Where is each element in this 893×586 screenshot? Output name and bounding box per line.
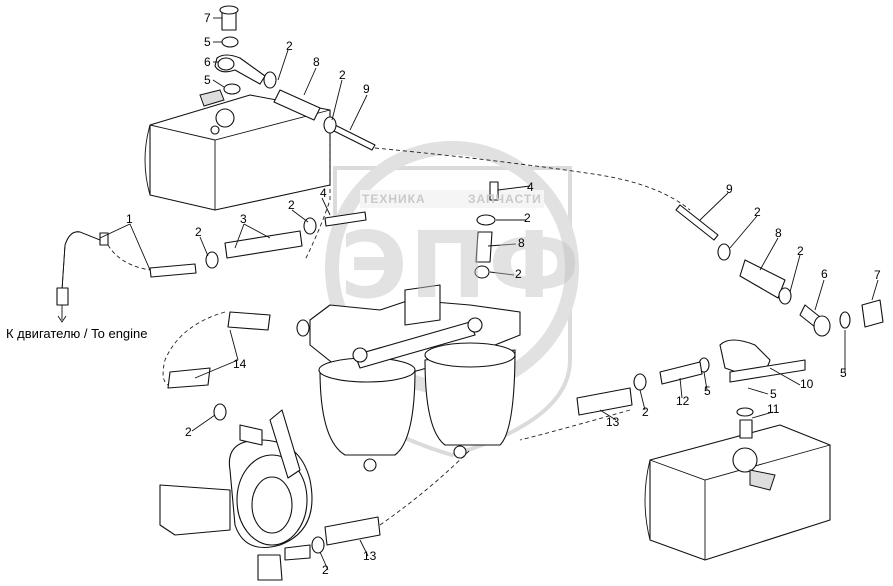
right-fuel-tank (644, 424, 831, 561)
callout-13: 13 (606, 415, 620, 429)
callout-7: 7 (874, 268, 881, 282)
fittings (214, 5, 884, 439)
watermark-left-text: ТЕХНИКА (362, 192, 426, 206)
left-fuel-tank (144, 89, 331, 211)
leader-lines (99, 17, 879, 571)
callout-5: 5 (204, 73, 211, 87)
callout-2: 2 (185, 425, 192, 439)
callout-8: 8 (775, 226, 782, 240)
callout-5: 5 (770, 387, 777, 401)
callout-6: 6 (204, 55, 211, 69)
watermark-big-text: ЭПФ (340, 212, 582, 319)
engine-pipe (56, 231, 151, 323)
callout-2: 2 (195, 225, 202, 239)
callout-2: 2 (754, 205, 761, 219)
callout-5: 5 (704, 384, 711, 398)
callout-14: 14 (233, 357, 247, 371)
callout-1: 1 (126, 212, 133, 226)
callout-8: 8 (518, 236, 525, 250)
dashed-connections (162, 140, 691, 526)
watermark-right-text: ЗАПЧАСТИ (468, 192, 542, 206)
callout-9: 9 (363, 82, 370, 96)
callout-2: 2 (642, 405, 649, 419)
callout-8: 8 (313, 55, 320, 69)
callout-10: 10 (800, 377, 814, 391)
clamps (205, 36, 851, 554)
engine-caption: К двигателю / To engine (6, 326, 148, 341)
fuel-filter-assembly (309, 284, 521, 472)
callout-6: 6 (821, 267, 828, 281)
hand-pump (159, 409, 313, 581)
callout-9: 9 (726, 182, 733, 196)
callout-13: 13 (363, 549, 377, 563)
callout-11: 11 (767, 402, 780, 416)
hoses (149, 89, 786, 546)
callout-5: 5 (840, 366, 847, 380)
callout-2: 2 (286, 39, 293, 53)
callout-2: 2 (339, 68, 346, 82)
callout-4: 4 (527, 180, 534, 194)
callout-2: 2 (524, 211, 531, 225)
callout-2: 2 (288, 198, 295, 212)
callout-5: 5 (204, 35, 211, 49)
callout-7: 7 (204, 11, 211, 25)
callout-2: 2 (322, 563, 329, 577)
callout-4: 4 (320, 186, 327, 200)
callout-3: 3 (240, 212, 247, 226)
callout-2: 2 (797, 244, 804, 258)
callout-2: 2 (515, 267, 522, 281)
callout-12: 12 (676, 394, 690, 408)
